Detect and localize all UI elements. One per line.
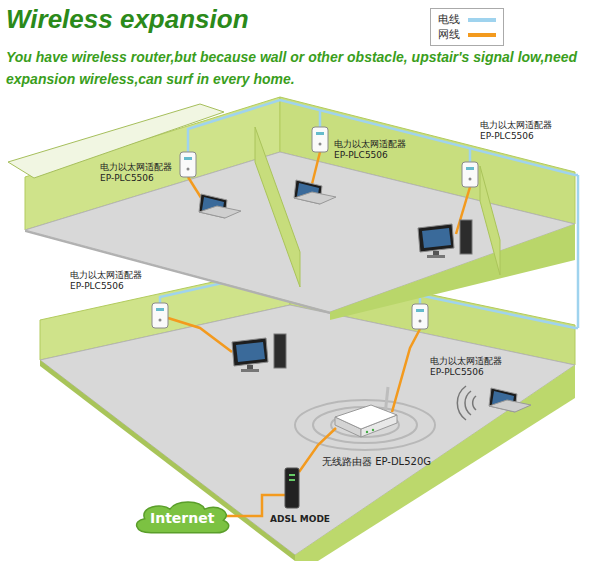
powerline-adapter-part: [159, 319, 162, 322]
powerline-adapter-part: [152, 303, 168, 328]
power-line: [319, 110, 322, 127]
powerline-adapter-part: [466, 167, 474, 170]
desktop-pc: [418, 220, 472, 258]
wireless-router: [335, 387, 397, 437]
wireless-router-part: [366, 431, 368, 433]
intro-text: You have wireless router,but because wal…: [6, 46, 586, 90]
device-label: 电力以太网适配器: [430, 356, 502, 367]
powerline-adapter-part: [184, 157, 192, 160]
lower-floor: [40, 265, 578, 561]
adsl-modem-part: [289, 479, 295, 481]
model-label: EP-PLC5506: [334, 150, 388, 161]
powerline-adapter-part: [156, 308, 164, 311]
floor: [25, 152, 575, 312]
powerline-adapter: [180, 152, 196, 177]
legend-text: 电线: [438, 13, 460, 26]
desktop-pc-part: [274, 334, 286, 368]
laptop-part: [294, 192, 336, 204]
wifi-waves-part: [473, 396, 476, 410]
model-label: EP-PLC5506: [480, 131, 534, 142]
desktop-pc-part: [418, 224, 454, 252]
cloud-text-holder: Internet: [150, 510, 214, 527]
roof: [8, 104, 224, 178]
signal-ring: [295, 400, 435, 450]
powerline-adapter-part: [419, 320, 422, 323]
desktop-pc-part: [460, 220, 472, 254]
powerline-adapter: [462, 162, 478, 187]
cloud-text: Internet: [150, 510, 214, 527]
model-label: EP-PLC5506: [100, 173, 154, 184]
ground: [295, 365, 575, 561]
device-label: 电力以太网适配器: [480, 120, 552, 131]
legend-swatch: [468, 33, 496, 37]
wifi-waves-part: [465, 391, 471, 415]
upper-floor: [8, 97, 578, 320]
device-label: 电力以太网适配器: [334, 139, 406, 150]
laptop: [199, 194, 241, 218]
wifi-waves-part: [457, 386, 466, 420]
powerline-adapter-part: [469, 178, 472, 181]
powerline-adapter-part: [180, 152, 196, 177]
network-cable: [312, 152, 320, 184]
powerline-adapter: [312, 127, 328, 152]
diagram-title: Wireless expansion: [6, 4, 249, 35]
power-line: [469, 148, 472, 162]
model-label: EP-PLC5506: [430, 367, 484, 378]
router-label: 无线路由器 EP-DL520G: [322, 456, 431, 468]
legend-box: 电线网线: [430, 8, 504, 46]
wireless-router-part: [335, 405, 397, 429]
network-cable: [224, 495, 285, 516]
model-label: EP-PLC5506: [70, 281, 124, 292]
modem-label: ADSL MODE: [270, 514, 330, 525]
adsl-modem-part: [285, 468, 299, 508]
device-label: 电力以太网适配器: [100, 162, 172, 173]
desktop-pc-part: [422, 228, 451, 248]
device-label: 电力以太网适配器: [70, 270, 142, 281]
ground: [330, 224, 575, 320]
wifi-waves: [457, 386, 476, 420]
adsl-modem-part: [289, 474, 295, 476]
partition-wall: [255, 127, 300, 287]
network-cable: [168, 318, 232, 352]
powerline-adapter-part: [319, 143, 322, 146]
laptop: [489, 388, 531, 412]
laptop-part: [489, 400, 531, 412]
desktop-pc: [232, 334, 286, 372]
powerline-adapter-part: [187, 168, 190, 171]
desktop-pc-part: [427, 255, 445, 258]
powerline-adapter: [152, 303, 168, 328]
laptop-part: [199, 206, 241, 218]
internet-cloud: Internet: [130, 498, 235, 535]
network-cable: [392, 329, 420, 412]
powerline-adapter-part: [412, 304, 428, 329]
desktop-pc-part: [241, 369, 259, 372]
desktop-pc-part: [236, 342, 265, 362]
powerline-adapter-part: [312, 127, 328, 152]
powerline-adapter: [412, 304, 428, 329]
cloud-outline: [137, 502, 229, 533]
legend-text: 网线: [438, 28, 460, 41]
power-line: [577, 175, 580, 328]
ground: [40, 360, 295, 561]
laptop: [294, 180, 336, 204]
legend-row: 电线: [438, 12, 496, 27]
wireless-router-part: [372, 429, 374, 431]
power-line: [188, 100, 578, 175]
legend-row: 网线: [438, 27, 496, 42]
desktop-pc-part: [232, 338, 268, 366]
partition-wall: [480, 166, 500, 275]
adsl-modem: [285, 468, 299, 508]
legend-swatch: [468, 18, 496, 22]
powerline-adapter-part: [316, 132, 324, 135]
powerline-adapter-part: [462, 162, 478, 187]
powerline-adapter-part: [416, 309, 424, 312]
